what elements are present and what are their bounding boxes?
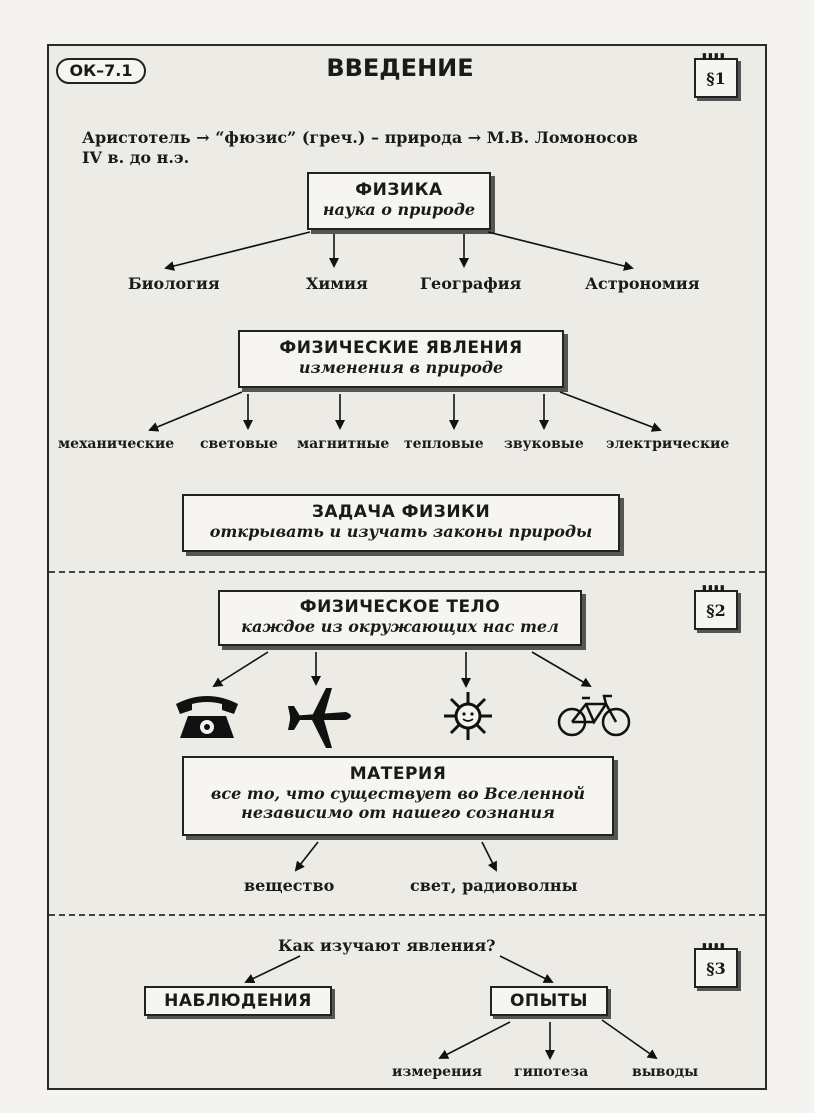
section-marker-1: ▮▮▮▮ §1 xyxy=(694,53,738,98)
arrow xyxy=(499,955,554,983)
arrow xyxy=(559,391,662,432)
arrow xyxy=(481,841,497,872)
phenomenon-label: световые xyxy=(200,436,278,452)
sun-icon xyxy=(444,692,492,740)
phenomenon-label: механические xyxy=(58,436,175,452)
experiment-result-label: гипотеза xyxy=(514,1064,589,1080)
phenomenon-label: электрические xyxy=(606,436,730,452)
phenomenon-label: магнитные xyxy=(297,436,390,452)
phenomena-title: ФИЗИЧЕСКИЕ ЯВЛЕНИЯ xyxy=(279,338,523,358)
arrow xyxy=(531,651,592,688)
phenomena-subtitle: изменения в природе xyxy=(298,358,504,377)
experiment-result-label: выводы xyxy=(632,1064,699,1080)
section-marker-2: ▮▮▮▮ §2 xyxy=(694,585,738,630)
matter-kind-label: вещество xyxy=(244,876,335,895)
task-box: ЗАДАЧА ФИЗИКИ открывать и изучать законы… xyxy=(182,494,620,552)
body-box: ФИЗИЧЕСКОЕ ТЕЛО каждое из окружающих нас… xyxy=(218,590,582,646)
arrow xyxy=(244,955,301,984)
arrow xyxy=(212,651,269,688)
section-divider xyxy=(49,914,765,916)
branch-label: География xyxy=(420,274,522,293)
body-title: ФИЗИЧЕСКОЕ ТЕЛО xyxy=(299,597,501,617)
body-subtitle: каждое из окружающих нас тел xyxy=(241,617,559,636)
arrow xyxy=(164,231,311,271)
arrow xyxy=(294,841,319,872)
history-date: IV в. до н.э. xyxy=(82,148,190,167)
experiment-result-label: измерения xyxy=(392,1064,483,1080)
task-subtitle: открывать и изучать законы природы xyxy=(209,522,593,541)
physics-title: ФИЗИКА xyxy=(355,180,443,200)
notepad-rings-icon: ▮▮▮▮ xyxy=(702,942,726,952)
matter-definition: независимо от нашего сознания xyxy=(241,803,555,822)
study-question: Как изучают явления? xyxy=(278,936,496,955)
observation-label: НАБЛЮДЕНИЯ xyxy=(164,991,312,1011)
phenomena-box: ФИЗИЧЕСКИЕ ЯВЛЕНИЯ изменения в природе xyxy=(238,330,564,388)
matter-title: МАТЕРИЯ xyxy=(349,764,447,784)
airplane-icon xyxy=(288,688,351,748)
matter-definition: все то, что существует во Вселенной xyxy=(210,784,586,803)
observation-box: НАБЛЮДЕНИЯ xyxy=(144,986,332,1016)
badge: ОК–7.1 xyxy=(56,58,146,84)
arrow xyxy=(438,1021,511,1059)
matter-box: МАТЕРИЯ все то, что существует во Вселен… xyxy=(182,756,614,836)
experiments-label: ОПЫТЫ xyxy=(509,991,588,1011)
arrow xyxy=(148,391,243,432)
branch-label: Астрономия xyxy=(585,274,700,293)
physics-subtitle: наука о природе xyxy=(322,200,476,219)
telephone-icon xyxy=(176,696,238,738)
phenomenon-label: тепловые xyxy=(404,436,484,452)
history-line: Аристотель → “фюзис” (греч.) – природа →… xyxy=(82,128,639,147)
section-marker-3: ▮▮▮▮ §3 xyxy=(694,943,738,988)
matter-kind-label: свет, радиоволны xyxy=(410,876,578,895)
bicycle-icon xyxy=(557,694,631,737)
physics-box: ФИЗИКА наука о природе xyxy=(307,172,491,230)
arrow xyxy=(601,1019,658,1060)
task-title: ЗАДАЧА ФИЗИКИ xyxy=(311,502,491,522)
arrow xyxy=(487,231,634,271)
notepad-rings-icon: ▮▮▮▮ xyxy=(702,584,726,594)
page-title: ВВЕДЕНИЕ xyxy=(326,54,474,82)
phenomenon-label: звуковые xyxy=(504,436,584,452)
experiments-box: ОПЫТЫ xyxy=(490,986,608,1016)
section-divider xyxy=(49,571,765,573)
notepad-rings-icon: ▮▮▮▮ xyxy=(702,52,726,62)
branch-label: Химия xyxy=(306,274,368,293)
branch-label: Биология xyxy=(128,274,220,293)
